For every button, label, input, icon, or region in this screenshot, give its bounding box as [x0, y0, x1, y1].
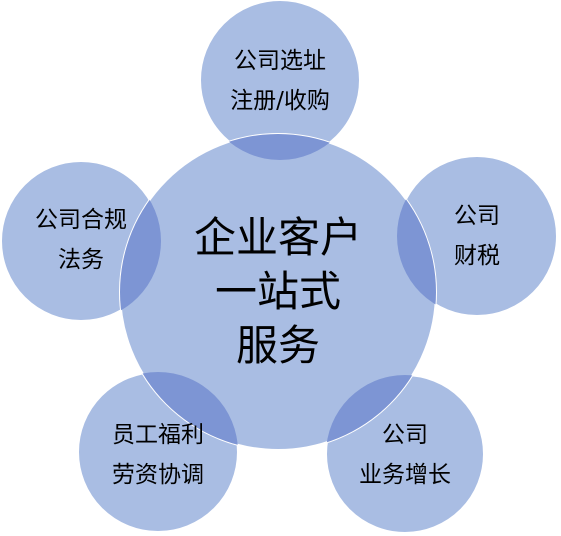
- overlap-bottom-left: [120, 372, 238, 450]
- overlap-bottom-right: [326, 375, 436, 450]
